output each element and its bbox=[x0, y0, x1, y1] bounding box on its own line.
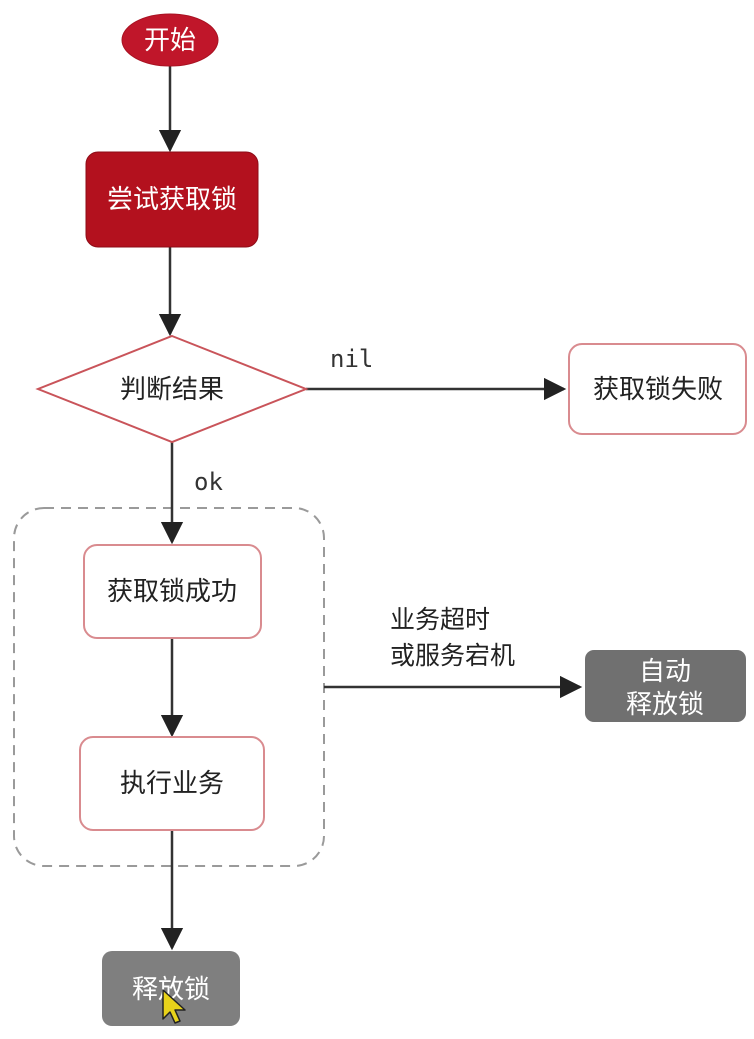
try-lock-label: 尝试获取锁 bbox=[107, 185, 237, 215]
auto-release-node: 自动 释放锁 bbox=[585, 650, 746, 722]
auto-release-label-line2: 释放锁 bbox=[626, 690, 704, 720]
start-node: 开始 bbox=[121, 13, 219, 67]
try-lock-node: 尝试获取锁 bbox=[85, 151, 259, 248]
ok-edge-label: ok bbox=[194, 468, 223, 496]
check-result-label: 判断结果 bbox=[120, 375, 224, 405]
lock-failed-node: 获取锁失败 bbox=[568, 343, 747, 435]
lock-success-node: 获取锁成功 bbox=[83, 544, 262, 639]
auto-release-label-line1: 自动 bbox=[639, 657, 691, 687]
execute-business-node: 执行业务 bbox=[79, 736, 265, 831]
lock-success-label: 获取锁成功 bbox=[107, 577, 237, 607]
start-label: 开始 bbox=[144, 26, 196, 56]
nil-edge-label: nil bbox=[330, 345, 373, 373]
release-lock-node: 释放锁 bbox=[102, 951, 240, 1026]
mouse-cursor-icon bbox=[162, 989, 186, 1024]
timeout-label-line2: 或服务宕机 bbox=[390, 641, 515, 670]
lock-failed-label: 获取锁失败 bbox=[593, 375, 723, 405]
timeout-label-line1: 业务超时 bbox=[390, 605, 490, 634]
check-result-node: 判断结果 bbox=[35, 334, 309, 444]
execute-business-label: 执行业务 bbox=[120, 769, 224, 799]
